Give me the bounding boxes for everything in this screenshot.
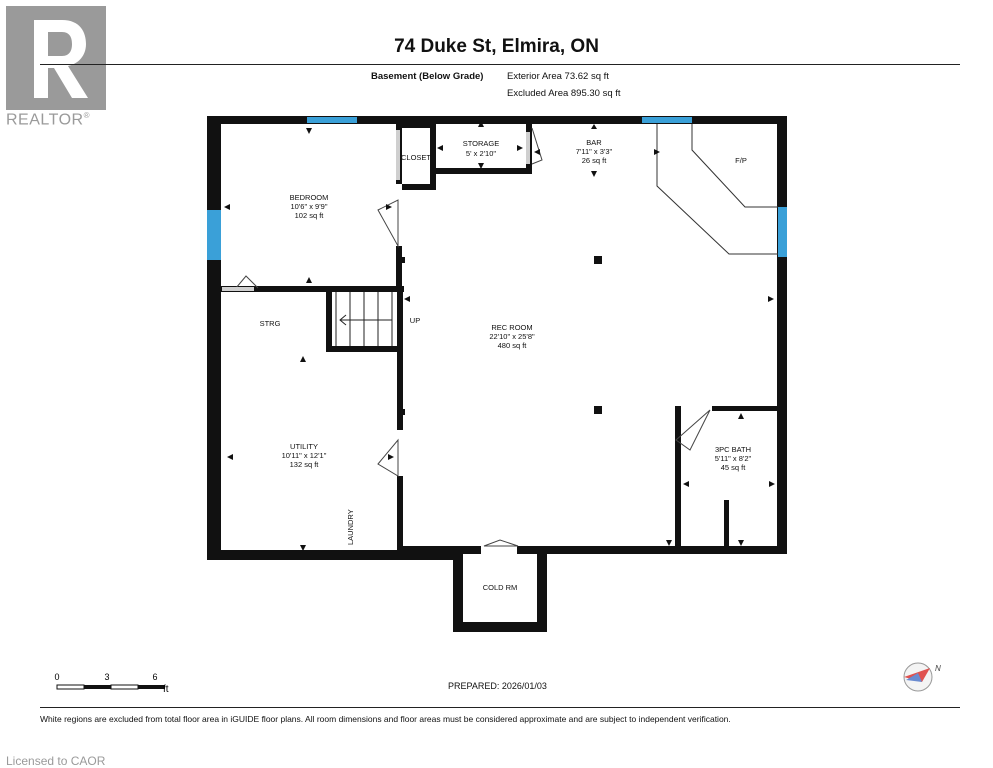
- door-threshold-storage: [526, 132, 530, 164]
- room-laundry: LAUNDRY: [346, 509, 355, 545]
- room-rec: REC ROOM: [491, 323, 532, 332]
- room-bar: BAR: [586, 138, 602, 147]
- disclaimer-text: White regions are excluded from total fl…: [40, 714, 731, 724]
- room-rec-area: 480 sq ft: [498, 341, 528, 350]
- compass-north-label: N: [935, 664, 941, 673]
- window-rec-right: [778, 207, 787, 257]
- window-rec-top: [642, 117, 692, 123]
- room-utility: UTILITY: [290, 442, 318, 451]
- door-threshold-strg: [222, 287, 254, 291]
- fireplace-hearth: [691, 124, 778, 208]
- exterior-area: Exterior Area 73.62 sq ft: [507, 71, 609, 82]
- realtor-wordmark: REALTOR®: [6, 111, 90, 129]
- scale-tick-6: 6: [152, 672, 157, 682]
- door-threshold-closet: [396, 130, 400, 180]
- room-bedroom: BEDROOM: [290, 193, 329, 202]
- room-storage-dims: 5' x 2'10": [466, 149, 496, 158]
- room-cold: COLD RM: [483, 583, 518, 592]
- prepared-date: PREPARED: 2026/01/03: [448, 681, 547, 691]
- staircase: [335, 292, 393, 346]
- room-bedroom-area: 102 sq ft: [295, 211, 325, 220]
- scale-tick-0: 0: [54, 672, 59, 682]
- fireplace-outline: [656, 124, 778, 255]
- license-text: Licensed to CAOR: [6, 754, 106, 768]
- footer-divider: [40, 707, 960, 708]
- level-name: Basement (Below Grade): [371, 71, 484, 82]
- scale-unit: ft: [163, 684, 169, 695]
- window-bedroom-top: [307, 117, 357, 123]
- dimension-arrows: [224, 121, 775, 551]
- room-bar-area: 26 sq ft: [582, 156, 608, 165]
- compass-icon: N: [903, 662, 941, 692]
- room-storage: STORAGE: [463, 139, 500, 148]
- scale-bar: 0 3 6 ft: [54, 672, 168, 695]
- window-bedroom-left: [207, 210, 221, 260]
- room-bar-dims: 7'11" x 3'3": [576, 147, 613, 156]
- room-bath-dims: 5'11" x 8'2": [715, 454, 752, 463]
- room-bath: 3PC BATH: [715, 445, 751, 454]
- room-utility-dims: 10'11" x 12'1": [282, 451, 327, 460]
- room-fireplace: F/P: [735, 156, 747, 165]
- room-strg: STRG: [260, 319, 281, 328]
- realtor-r-icon: [34, 20, 88, 98]
- room-utility-area: 132 sq ft: [290, 460, 320, 469]
- room-rec-dims: 22'10" x 25'8": [489, 332, 535, 341]
- stairs-up-label: UP: [410, 316, 420, 325]
- room-bath-area: 45 sq ft: [721, 463, 747, 472]
- title-divider: [40, 64, 960, 65]
- excluded-area: Excluded Area 895.30 sq ft: [507, 88, 621, 99]
- realtor-logo: [6, 6, 106, 110]
- room-bedroom-dims: 10'6" x 9'9": [291, 202, 328, 211]
- room-closet: CLOSET: [401, 153, 431, 162]
- page-title: 74 Duke St, Elmira, ON: [394, 36, 599, 57]
- doors: [235, 127, 711, 547]
- scale-tick-3: 3: [104, 672, 109, 682]
- windows: [207, 117, 787, 260]
